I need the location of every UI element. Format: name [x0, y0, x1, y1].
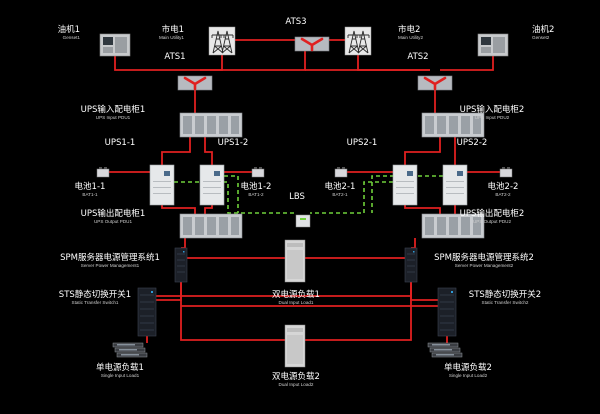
- edge-ups2-2-to-lbs: [371, 175, 443, 213]
- node-dual-load1-icon: [284, 239, 306, 283]
- node-ats2-icon: [417, 75, 453, 91]
- edge-utility2-to-ats2: [357, 54, 430, 71]
- label-en-dual-load1: Dual Input Load1: [279, 300, 314, 305]
- node-utility1-icon: [208, 26, 236, 56]
- node-utility2-icon: [344, 26, 372, 56]
- label-en-genset2: Genset2: [532, 35, 550, 40]
- node-genset1-icon: [99, 33, 131, 57]
- label-en-sts2: Static Transfer Switch2: [482, 300, 529, 305]
- node-ups1-2-icon: [199, 164, 225, 206]
- edge-spm2-to-sts2: [410, 282, 438, 301]
- node-bat2-1-icon: [334, 166, 348, 178]
- label-en-ups-out-pdu2: UPS Output PDU2: [473, 219, 511, 224]
- label-spm1: SPM服务器电源管理系统1: [60, 252, 160, 263]
- edge-ups1-2-to-ups-out-pdu1: [204, 205, 213, 214]
- node-genset2-icon: [477, 33, 509, 57]
- label-en-genset1: Genset1: [63, 35, 81, 40]
- edge-genset1-to-ats1: [114, 56, 190, 71]
- node-spm2-icon: [404, 247, 418, 283]
- edge-ups2-1-to-ups-out-pdu2: [404, 205, 441, 214]
- label-ups2-2: UPS2-2: [457, 138, 488, 148]
- label-ups2-1: UPS2-1: [347, 138, 378, 148]
- edge-ups-out-pdu1-to-spm1: [181, 238, 186, 249]
- node-single-load1-icon: [112, 342, 148, 358]
- label-en-utility2: Main Utility2: [398, 35, 423, 40]
- label-en-bat2-1: BAT2-1: [332, 192, 348, 197]
- edge-spm2-to-dual-load2: [305, 282, 412, 341]
- label-ups-out-pdu2: UPS输出配电柜2: [460, 208, 525, 219]
- edge-ups-in-pdu1-to-ups1-2: [204, 137, 213, 165]
- label-en-single-load2: Single Input Load2: [449, 373, 488, 378]
- node-ups-out-pdu1-icon: [179, 213, 243, 239]
- nodes-layer: [96, 26, 513, 368]
- node-sts1-icon: [137, 287, 157, 337]
- edge-ups-in-pdu2-to-ups2-1: [404, 137, 441, 165]
- label-en-single-load1: Single Input Load1: [101, 373, 140, 378]
- label-lbs: LBS: [289, 192, 305, 202]
- label-en-dual-load2: Dual Input Load2: [279, 382, 314, 387]
- edge-ups1-1-to-ups-out-pdu1: [161, 205, 196, 214]
- edge-spm1-to-dual-load2: [180, 282, 285, 341]
- label-genset2: 油机2: [532, 24, 554, 35]
- label-en-bat2-2: BAT2-2: [495, 192, 511, 197]
- label-en-utility1: Main Utility1: [159, 35, 184, 40]
- label-dual-load2: 双电源负载2: [272, 371, 320, 382]
- label-en-sts1: Static Transfer Switch1: [72, 300, 119, 305]
- label-ups-in-pdu2: UPS输入配电柜2: [460, 104, 525, 115]
- label-en-ups-in-pdu2: UPS Input PDU2: [475, 115, 510, 120]
- label-ups1-1: UPS1-1: [105, 138, 136, 148]
- label-sts2: STS静态切换开关2: [469, 289, 541, 300]
- label-sts1: STS静态切换开关1: [59, 289, 131, 300]
- node-dual-load2-icon: [284, 324, 306, 368]
- node-sts2-icon: [437, 287, 457, 337]
- label-bat2-2: 电池2-2: [488, 181, 519, 192]
- node-spm1-icon: [174, 247, 188, 283]
- node-bat2-2-icon: [499, 166, 513, 178]
- label-en-spm1: Server Power Management1: [81, 263, 140, 268]
- label-en-bat1-1: BAT1-1: [82, 192, 98, 197]
- edge-utility1-to-ats1: [190, 54, 223, 71]
- label-en-spm2: Server Power Management2: [455, 263, 514, 268]
- label-ups-out-pdu1: UPS输出配电柜1: [81, 208, 146, 219]
- node-ups2-1-icon: [392, 164, 418, 206]
- label-utility2: 市电2: [398, 24, 420, 35]
- node-bat1-2-icon: [251, 166, 265, 178]
- edge-ups-out-pdu2-to-spm2: [411, 238, 416, 249]
- node-ups1-1-icon: [149, 164, 175, 206]
- edge-genset2-to-ats2: [440, 56, 494, 71]
- node-lbs-icon: [295, 214, 311, 228]
- edges-layer: [109, 39, 500, 343]
- label-single-load2: 单电源负载2: [444, 362, 492, 373]
- label-bat1-1: 电池1-1: [75, 181, 106, 192]
- node-ups-in-pdu1-icon: [179, 112, 243, 138]
- edge-spm1-to-sts1: [156, 282, 182, 301]
- node-ats1-icon: [177, 75, 213, 91]
- label-spm2: SPM服务器电源管理系统2: [434, 252, 534, 263]
- label-single-load1: 单电源负载1: [96, 362, 144, 373]
- node-ups2-2-icon: [442, 164, 468, 206]
- label-ats1: ATS1: [164, 52, 185, 62]
- label-genset1: 油机1: [58, 24, 80, 35]
- edge-ups1-2-to-lbs: [224, 175, 239, 213]
- label-ups1-2: UPS1-2: [218, 138, 249, 148]
- edge-ups-in-pdu1-to-ups1-1: [161, 137, 191, 165]
- label-bat2-1: 电池2-1: [325, 181, 356, 192]
- label-ups-in-pdu1: UPS输入配电柜1: [81, 104, 146, 115]
- edge-ups2-1-to-lbs: [310, 181, 393, 214]
- label-en-ups-out-pdu1: UPS Output PDU1: [94, 219, 132, 224]
- label-en-ups-in-pdu1: UPS Input PDU1: [96, 115, 131, 120]
- label-ats2: ATS2: [407, 52, 428, 62]
- label-utility1: 市电1: [162, 24, 184, 35]
- label-bat1-2: 电池1-2: [241, 181, 272, 192]
- node-ats3-icon: [294, 36, 330, 52]
- label-ats3: ATS3: [285, 17, 306, 27]
- node-single-load2-icon: [427, 342, 463, 358]
- node-bat1-1-icon: [96, 166, 110, 178]
- edge-ups1-1-to-lbs: [174, 181, 296, 214]
- label-dual-load1: 双电源负载1: [272, 289, 320, 300]
- label-en-bat1-2: BAT1-2: [248, 192, 264, 197]
